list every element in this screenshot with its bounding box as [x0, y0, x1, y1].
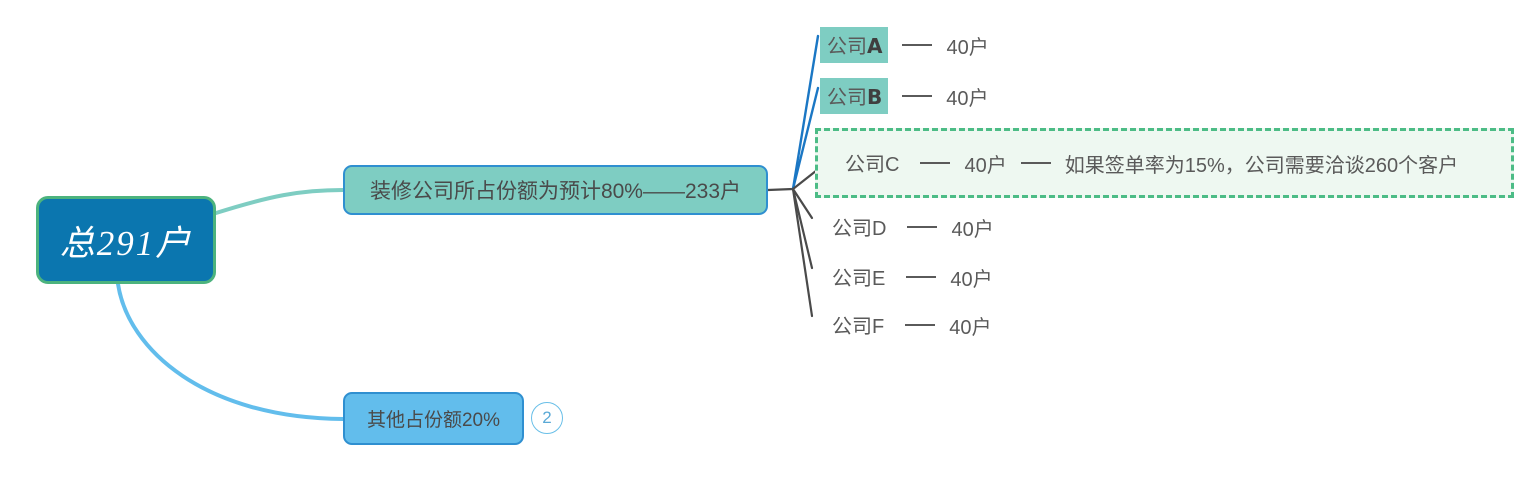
root-node[interactable]: 总291户 — [36, 196, 216, 284]
leaf-note-company-c: 如果签单率为15%，公司需要洽谈260个客户 — [1064, 154, 1459, 177]
leaf-name-letter: D — [872, 218, 887, 240]
leaf-value-company-f: 40户 — [949, 316, 992, 339]
root-node-label: 总291户 — [59, 223, 193, 263]
leaf-value-company-c: 40户 — [964, 154, 1007, 177]
leaf-name-letter: F — [872, 316, 885, 338]
leaf-row-company-f[interactable]: 公司F 40户 — [825, 308, 991, 342]
leaf-row-company-d[interactable]: 公司D 40户 — [825, 210, 994, 244]
leaf-row-company-c[interactable]: 公司C 40户 如果签单率为15%，公司需要洽谈260个客户 — [838, 146, 1458, 180]
dash-separator-icon — [907, 226, 938, 228]
node-other-share[interactable]: 其他占份额20% — [343, 392, 524, 445]
leaf-name-text: 公司 — [827, 87, 867, 109]
leaf-label-company-b: 公司B — [820, 78, 889, 114]
node-decoration-companies-share-label: 装修公司所占份额为预计80%——233户 — [369, 180, 742, 203]
leaf-name-text: 公司 — [845, 154, 885, 176]
leaf-name-text: 公司 — [832, 268, 872, 290]
leaf-name-letter: B — [867, 85, 882, 109]
edge-root-to-main — [214, 188, 345, 215]
edge-to-leaf-d — [791, 187, 814, 220]
leaf-label-company-a: 公司A — [820, 27, 889, 63]
edge-main-stub — [766, 187, 795, 192]
dash-separator-icon — [1020, 162, 1051, 164]
leaf-value-company-a: 40户 — [946, 36, 989, 59]
leaf-row-company-e[interactable]: 公司E 40户 — [825, 260, 993, 294]
node-other-share-label: 其他占份额20% — [366, 410, 501, 431]
leaf-value-company-d: 40户 — [951, 218, 994, 241]
dash-separator-icon — [906, 276, 937, 278]
leaf-label-company-c: 公司C — [838, 145, 906, 181]
dash-separator-icon — [905, 324, 936, 326]
leaf-name-letter: C — [885, 154, 900, 176]
leaf-name-letter: A — [867, 34, 883, 58]
leaf-name-text: 公司 — [827, 36, 867, 58]
dash-separator-icon — [902, 95, 933, 97]
leaf-name-text: 公司 — [832, 316, 872, 338]
dash-separator-icon — [920, 162, 951, 164]
edge-root-to-other — [116, 282, 345, 421]
leaf-value-company-b: 40户 — [946, 87, 989, 110]
leaf-label-company-f: 公司F — [825, 307, 891, 343]
leaf-label-company-d: 公司D — [825, 209, 893, 245]
edge-to-leaf-e — [791, 187, 814, 270]
leaf-label-company-e: 公司E — [825, 259, 892, 295]
child-count-badge[interactable]: 2 — [531, 402, 563, 434]
leaf-name-letter: E — [872, 268, 886, 290]
node-decoration-companies-share[interactable]: 装修公司所占份额为预计80%——233户 — [343, 165, 768, 215]
edge-to-leaf-f — [791, 187, 814, 318]
leaf-name-text: 公司 — [832, 218, 872, 240]
child-count-badge-label: 2 — [542, 408, 552, 427]
leaf-value-company-e: 40户 — [950, 268, 993, 291]
dash-separator-icon — [902, 44, 933, 46]
leaf-row-company-b[interactable]: 公司B 40户 — [820, 78, 989, 114]
leaf-row-company-a[interactable]: 公司A 40户 — [820, 27, 989, 63]
